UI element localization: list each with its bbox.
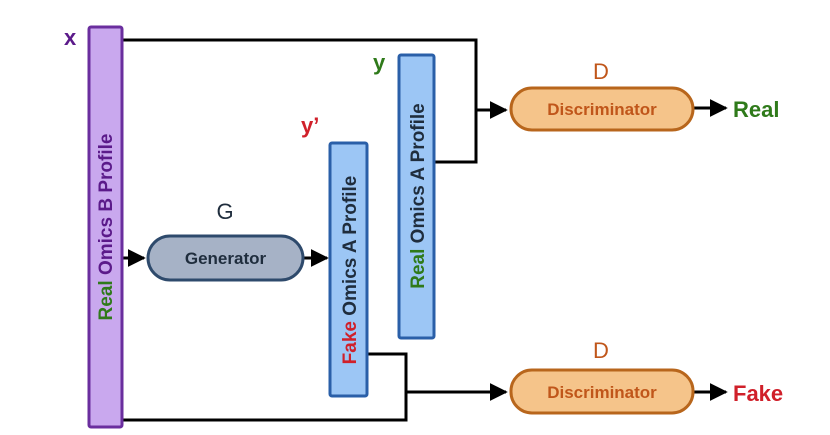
connector-x-to-top-merge (122, 38, 478, 110)
fake-omics-a-profile: Fake Omics A Profile (328, 141, 369, 398)
svg-text:Fake Omics A Profile: Fake Omics A Profile (340, 176, 361, 365)
connectors (122, 38, 728, 422)
discriminator-bottom-node: Discriminator (509, 368, 695, 415)
connector-x-to-bottom-merge (122, 392, 408, 422)
real-omics-a-profile: Real Omics A Profile (397, 53, 436, 340)
discriminator-top-label: Discriminator (547, 100, 657, 119)
connector-fake-to-bottom-merge (367, 352, 408, 392)
real-omics-b-profile: Real Omics B Profile (87, 25, 124, 429)
svg-text:Real Omics A Profile: Real Omics A Profile (408, 103, 429, 289)
svg-text:Real Omics B Profile: Real Omics B Profile (96, 134, 117, 321)
discriminator-bottom-label: Discriminator (547, 383, 657, 402)
profile-b-label: Omics B Profile (96, 134, 117, 281)
label-d-top: D (593, 59, 609, 84)
real-a-real-word: Real (408, 249, 429, 289)
output-real: Real (733, 97, 779, 122)
output-fake: Fake (733, 381, 783, 406)
connector-real-a-to-top-merge (434, 110, 478, 164)
generator-node: Generator (146, 234, 305, 282)
generator-label: Generator (185, 249, 267, 268)
fake-profile-label: Omics A Profile (340, 176, 361, 321)
fake-profile-fake-word: Fake (340, 321, 361, 364)
discriminator-top-node: Discriminator (509, 86, 695, 132)
profile-b-real-word: Real (96, 280, 117, 320)
label-y: y (373, 50, 386, 75)
label-y-prime: y’ (301, 113, 319, 138)
real-a-label: Omics A Profile (408, 103, 429, 248)
label-g: G (216, 199, 233, 224)
label-d-bottom: D (593, 338, 609, 363)
label-x: x (64, 25, 77, 50)
